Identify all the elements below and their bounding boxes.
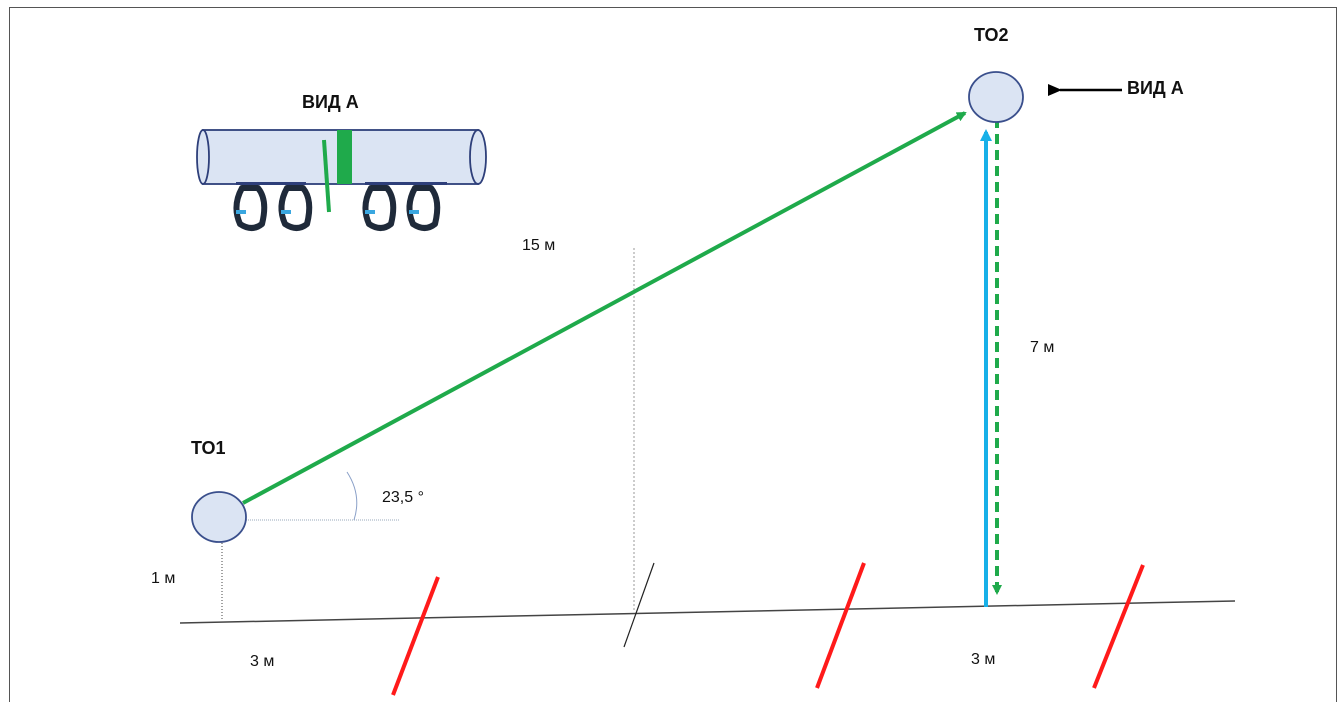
ground-right-label: 3 м [971, 651, 996, 668]
rope-line [242, 111, 967, 505]
ground-line [179, 600, 1236, 624]
height-right-label: 7 м [1030, 339, 1055, 356]
to2-label: ТО2 [974, 25, 1009, 45]
red-marker [1092, 564, 1145, 689]
ground-left-label: 3 м [250, 653, 275, 670]
anchor-to1 [191, 491, 247, 543]
pipe-icon [196, 129, 487, 213]
view-a-label-right: ВИД А [1127, 78, 1184, 98]
span-label: 15 м [522, 237, 556, 254]
angle-arc [346, 471, 358, 521]
red-marker [391, 576, 440, 696]
to1-label: ТО1 [191, 438, 226, 458]
height-left-label: 1 м [151, 570, 176, 587]
mid-tick [623, 562, 655, 648]
view-a-label-top: ВИД А [302, 92, 359, 112]
carabiner-icon [233, 185, 441, 231]
anchor-to2 [968, 71, 1024, 123]
angle-label: 23,5 ° [382, 489, 424, 506]
carabiner-gate-marks [236, 210, 419, 214]
red-marker [815, 562, 866, 689]
diagram-frame [9, 7, 1337, 702]
